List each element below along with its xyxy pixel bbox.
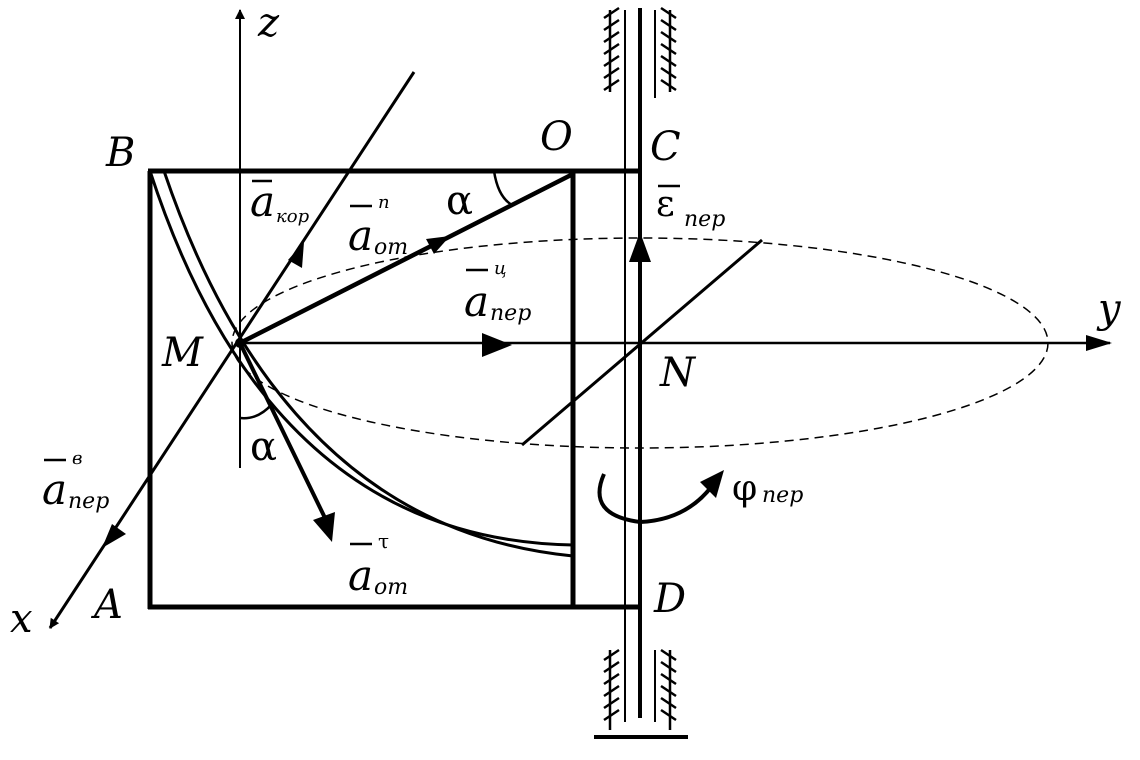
n-diagonal: [521, 238, 763, 447]
eps-per-symbol: ε: [656, 184, 675, 225]
phi-rotation-arc: [597, 473, 714, 525]
bearing-bottom: [594, 648, 688, 739]
angle-arc-bottom: [239, 403, 273, 420]
a-ot-t-symbol: a: [348, 551, 373, 600]
phi-rotation-arrowhead: [700, 470, 724, 498]
om-line: [238, 171, 575, 346]
a-per-c-superscript: ц: [494, 258, 507, 279]
angle-arc-top: [492, 170, 513, 207]
a-kor-arrowhead: [288, 242, 304, 268]
a-ot-t-vector: [238, 342, 328, 521]
a-ot-n-symbol: a: [348, 211, 373, 260]
tube-outer: [148, 170, 574, 547]
a-per-c-arrowhead: [482, 333, 512, 357]
point-label-m: M: [161, 330, 204, 376]
point-label-a: A: [90, 582, 123, 628]
a-per-v-subscript: пер: [68, 489, 109, 514]
phi-per-symbol: φ: [732, 468, 757, 509]
a-per-v-symbol: a: [42, 465, 67, 514]
axis-label-x: x: [10, 596, 33, 642]
a-per-v-arrowhead: [102, 524, 126, 548]
a-ot-t-superscript: τ: [378, 529, 389, 553]
tube-inner: [162, 170, 574, 558]
angle-label-bottom: α: [250, 424, 277, 470]
a-ot-n-superscript: n: [378, 192, 390, 213]
angle-label-top: α: [446, 178, 473, 224]
point-label-b: B: [105, 130, 135, 176]
point-m-dot: [235, 338, 245, 348]
point-label-n: N: [659, 350, 697, 396]
a-per-c-subscript: пер: [490, 301, 531, 326]
phi-per-subscript: пер: [762, 483, 803, 508]
bearing-top: [603, 6, 677, 92]
axis-label-z: z: [257, 0, 280, 46]
axis-label-y: y: [1096, 286, 1122, 332]
a-per-c-symbol: a: [464, 277, 489, 326]
a-per-v-superscript: в: [72, 448, 82, 469]
a-kor-subscript: кор: [276, 206, 310, 227]
point-label-d: D: [653, 576, 686, 622]
a-kor-symbol: a: [250, 177, 275, 226]
point-label-c: C: [650, 124, 681, 170]
point-label-o: O: [540, 114, 573, 160]
eps-per-arrowhead: [629, 232, 651, 262]
a-ot-t-subscript: от: [374, 575, 408, 600]
a-ot-n-subscript: от: [374, 235, 408, 260]
eps-per-subscript: пер: [684, 207, 725, 232]
a-ot-t-arrowhead: [313, 512, 335, 542]
a-ot-n-arrowhead: [426, 236, 450, 254]
